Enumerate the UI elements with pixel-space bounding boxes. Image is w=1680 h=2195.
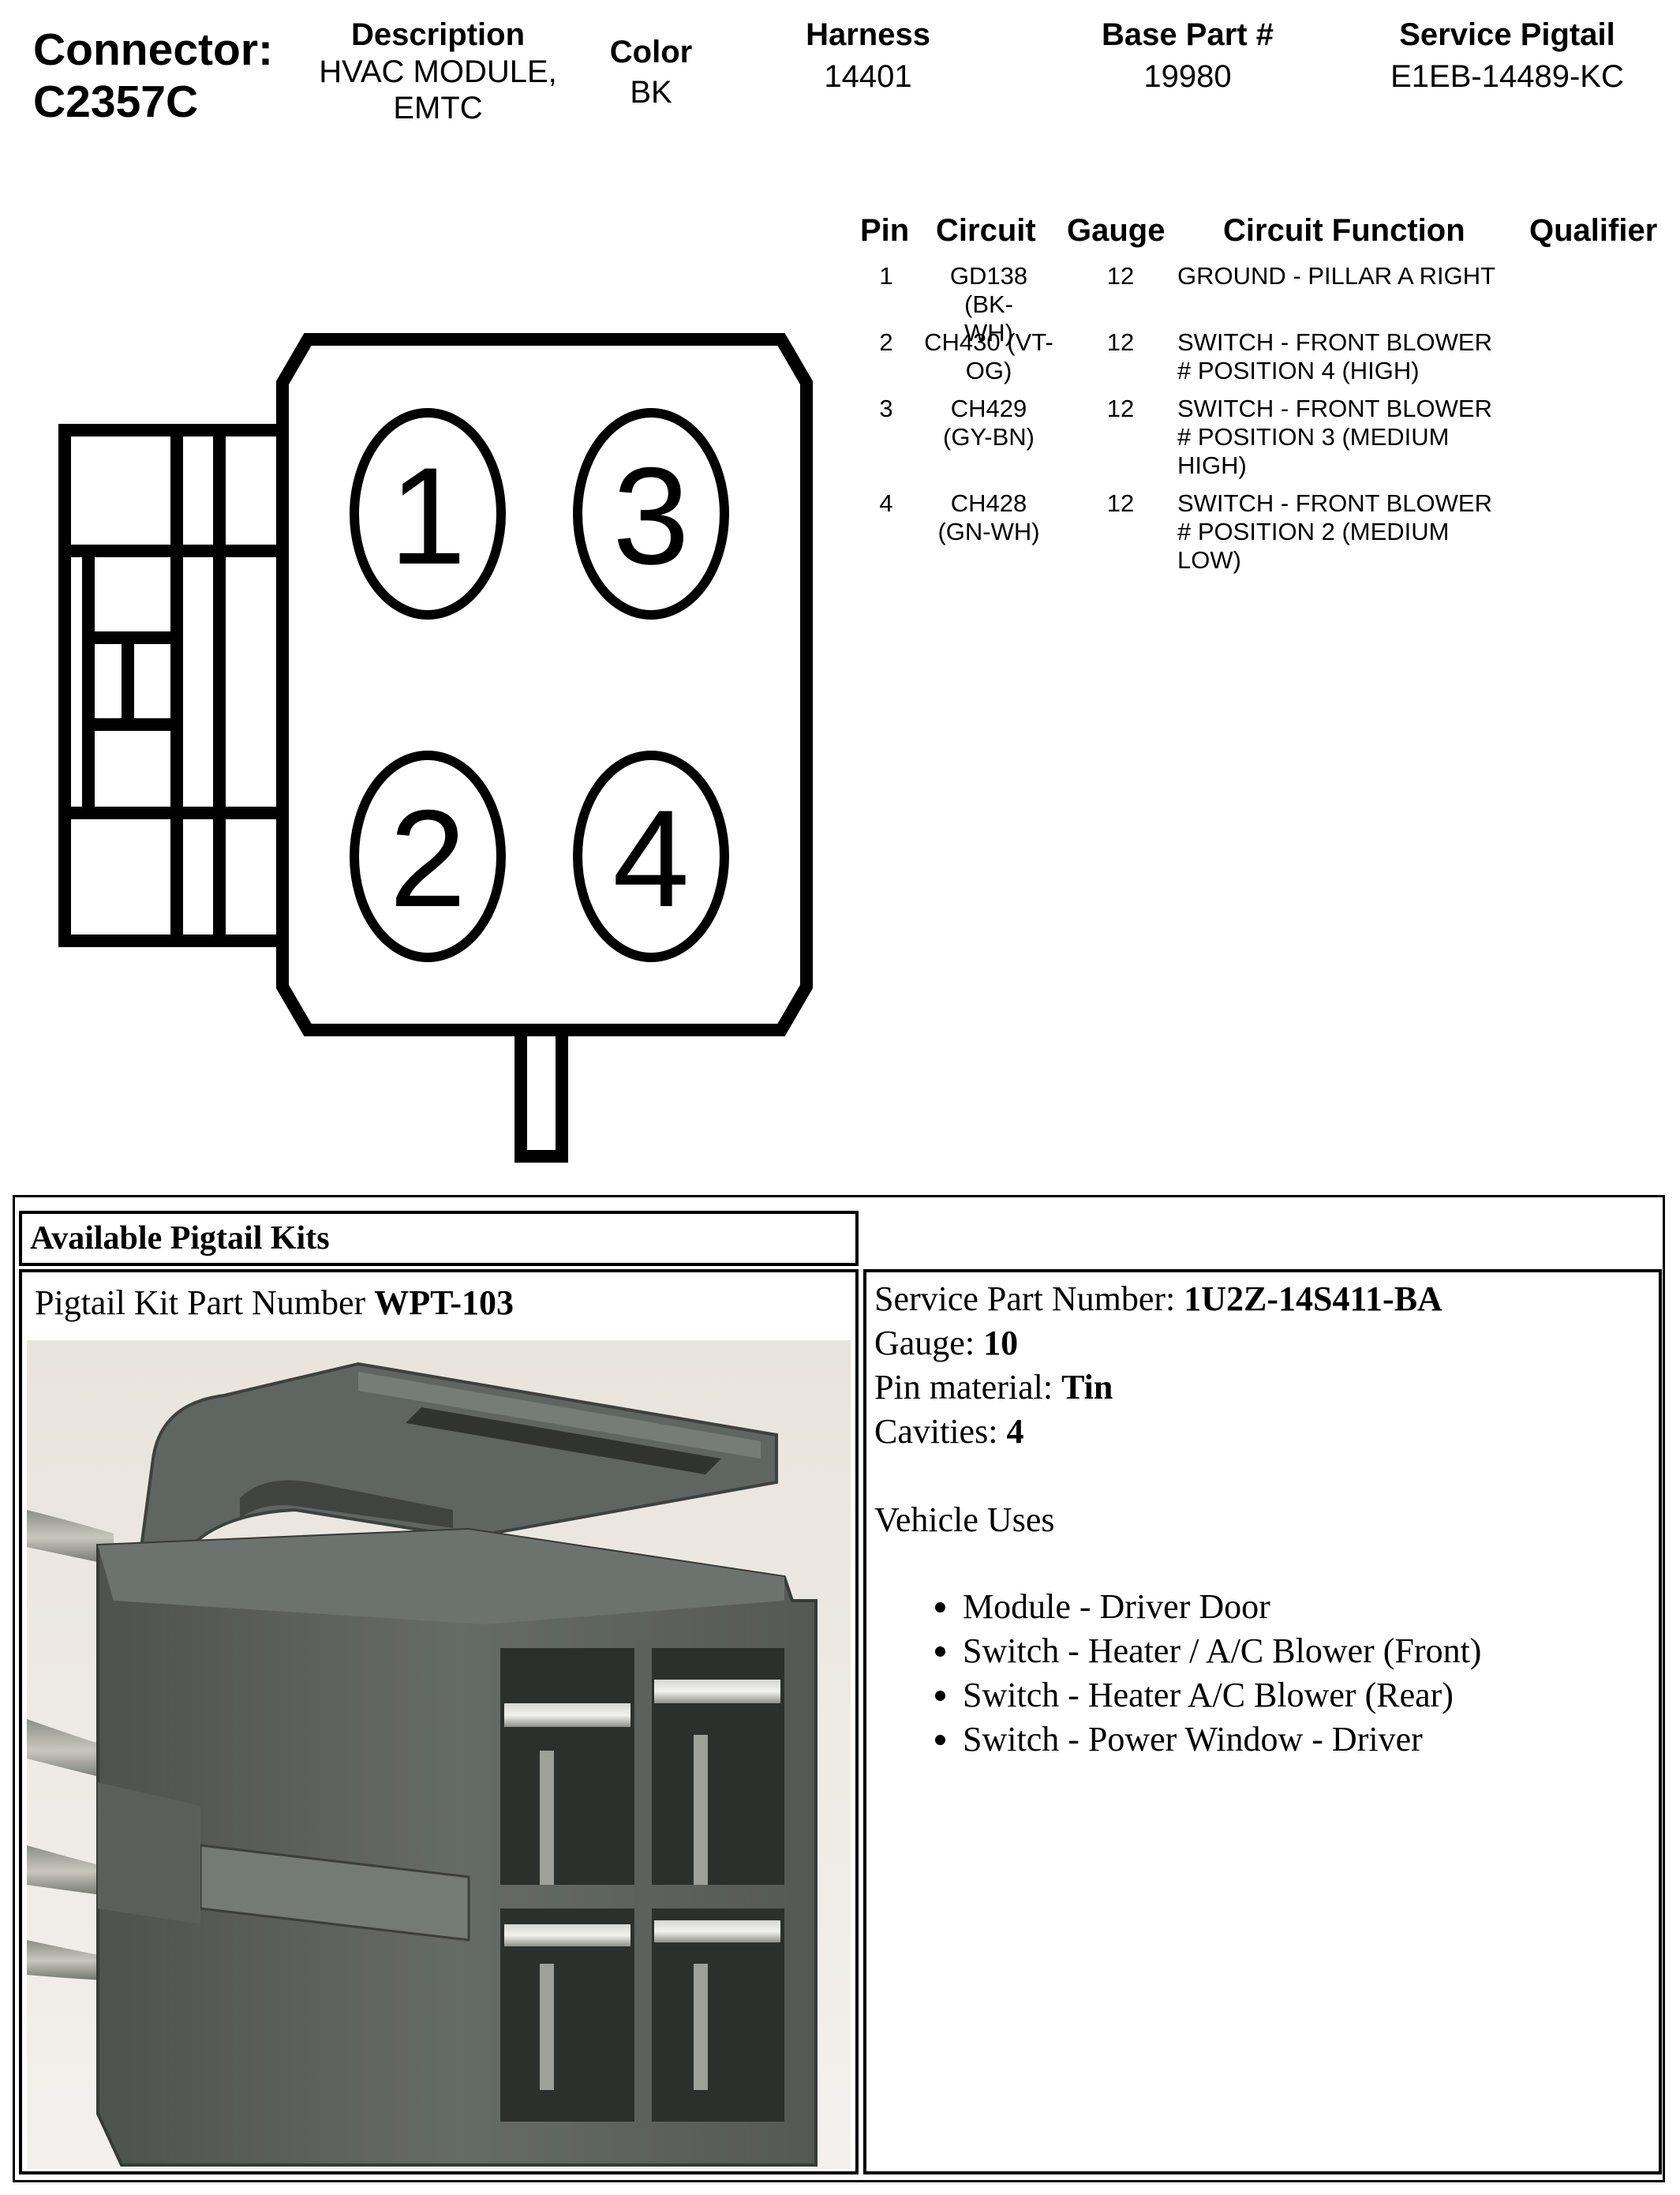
service-part-label: Service Part Number:	[874, 1279, 1176, 1318]
header-description: Description HVAC MODULE, EMTC	[292, 16, 584, 126]
function-line: SWITCH - FRONT BLOWER	[1177, 328, 1492, 356]
pigtail-connector-illustration	[27, 1340, 851, 2169]
cavity-label-4: 4	[612, 782, 689, 936]
connector-label: Connector: C2357C	[33, 24, 273, 128]
circuit-cell: GD138 (BK- WH)	[923, 262, 1054, 347]
function-line: LOW)	[1177, 546, 1241, 574]
vehicle-uses-list: Module - Driver Door Switch - Heater / A…	[914, 1585, 1481, 1762]
function-cell: SWITCH - FRONT BLOWER # POSITION 2 (MEDI…	[1177, 489, 1548, 575]
service-pigtail-label: Service Pigtail	[1399, 17, 1615, 52]
circuit-line: WH)	[964, 319, 1013, 346]
circuit-header: Circuit	[936, 213, 1036, 248]
connector-title: Connector:	[33, 24, 273, 75]
cavity-label-1: 1	[389, 440, 466, 594]
pigtail-photo	[27, 1340, 851, 2169]
circuit-line: (GN-WH)	[937, 518, 1040, 545]
description-label: Description	[350, 17, 526, 52]
connector-face-diagram: 1 3 2 4	[58, 333, 813, 1163]
cavity-2	[350, 751, 506, 962]
pigtail-kit-part-number: Pigtail Kit Part Number WPT-103	[35, 1282, 514, 1324]
qualifier-header: Qualifier	[1529, 213, 1658, 248]
pigtail-info-panel: Service Part Number: 1U2Z-14S411-BA Gaug…	[863, 1269, 1662, 2174]
pin-number: 4	[879, 489, 893, 517]
pigtail-kit-panel: Pigtail Kit Part Number WPT-103	[19, 1269, 859, 2174]
service-part-value: 1U2Z-14S411-BA	[1184, 1279, 1442, 1318]
function-cell: GROUND - PILLAR A RIGHT	[1177, 262, 1548, 290]
pin-header: Pin	[860, 213, 910, 248]
list-item: Switch - Heater A/C Blower (Rear)	[961, 1673, 1481, 1717]
latch-inner-outline	[65, 545, 95, 819]
cavity-3	[573, 408, 729, 620]
cavity-4	[573, 751, 729, 962]
pin-number: 3	[879, 395, 893, 422]
base-part-label: Base Part #	[1102, 17, 1274, 52]
function-line: # POSITION 2 (MEDIUM	[1177, 518, 1450, 545]
cavities-label: Cavities:	[874, 1412, 998, 1451]
function-cell: SWITCH - FRONT BLOWER # POSITION 4 (HIGH…	[1177, 328, 1548, 385]
kit-part-value: WPT-103	[374, 1283, 514, 1322]
circuit-line: CH428	[950, 489, 1027, 517]
gauge-spec: Gauge: 10	[874, 1321, 1442, 1365]
function-cell: SWITCH - FRONT BLOWER # POSITION 3 (MEDI…	[1177, 395, 1548, 480]
header-harness: Harness 14401	[758, 16, 978, 95]
available-pigtail-kits-title: Available Pigtail Kits	[19, 1211, 859, 1266]
base-part-value: 19980	[1143, 59, 1232, 94]
function-line: # POSITION 4 (HIGH)	[1177, 357, 1420, 384]
circuit-function-header: Circuit Function	[1223, 213, 1465, 248]
header-color: Color BK	[584, 33, 718, 110]
vehicle-uses-heading: Vehicle Uses	[874, 1500, 1055, 1539]
connector-id: C2357C	[33, 77, 199, 127]
function-line: SWITCH - FRONT BLOWER	[1177, 489, 1492, 517]
service-part-number: Service Part Number: 1U2Z-14S411-BA	[874, 1277, 1442, 1321]
function-line: # POSITION 3 (MEDIUM	[1177, 423, 1450, 451]
pigtail-section-frame	[13, 1195, 1665, 2182]
header-base-part: Base Part # 19980	[1057, 16, 1318, 95]
pin-material-spec: Pin material: Tin	[874, 1365, 1442, 1410]
circuit-line: CH430 (VT-	[924, 328, 1053, 356]
cavities-spec: Cavities: 4	[874, 1410, 1442, 1454]
pin-material-value: Tin	[1061, 1368, 1113, 1407]
pin-material-label: Pin material:	[874, 1368, 1053, 1407]
function-line: GROUND - PILLAR A RIGHT	[1177, 262, 1496, 290]
gauge-cell: 12	[1106, 395, 1135, 422]
circuit-cell: CH429 (GY-BN)	[923, 395, 1054, 451]
description-value-line2: EMTC	[393, 91, 483, 125]
connector-housing-outline	[276, 333, 813, 1036]
cavities-value: 4	[1006, 1412, 1024, 1451]
circuit-line: CH429	[950, 395, 1027, 422]
cavity-1	[350, 408, 506, 620]
list-item: Switch - Power Window - Driver	[961, 1717, 1481, 1762]
circuit-cell: CH428 (GN-WH)	[923, 489, 1054, 546]
key-tab-outline	[514, 1030, 568, 1163]
kit-part-label: Pigtail Kit Part Number	[35, 1283, 366, 1322]
harness-label: Harness	[806, 17, 930, 52]
circuit-line: OG)	[965, 357, 1012, 384]
color-label: Color	[609, 35, 693, 69]
gauge-cell: 12	[1106, 328, 1135, 356]
cavity-label-3: 3	[612, 440, 689, 594]
circuit-cell: CH430 (VT- OG)	[923, 328, 1054, 385]
header-service-pigtail: Service Pigtail E1EB-14489-KC	[1357, 16, 1657, 95]
service-pigtail-value: E1EB-14489-KC	[1390, 59, 1624, 94]
gauge-value: 10	[983, 1324, 1019, 1362]
harness-value: 14401	[824, 59, 912, 94]
pin-number: 1	[879, 262, 893, 290]
cavity-label-2: 2	[389, 782, 466, 936]
gauge-label: Gauge:	[874, 1324, 975, 1362]
description-value-line1: HVAC MODULE,	[319, 54, 557, 89]
pigtail-specs: Service Part Number: 1U2Z-14S411-BA Gaug…	[874, 1277, 1442, 1542]
list-item: Switch - Heater / A/C Blower (Front)	[961, 1629, 1481, 1673]
gauge-cell: 12	[1106, 489, 1135, 517]
gauge-cell: 12	[1106, 262, 1135, 290]
circuit-line: (GY-BN)	[943, 423, 1035, 451]
color-value: BK	[630, 75, 672, 110]
function-line: HIGH)	[1177, 451, 1247, 479]
list-item: Module - Driver Door	[961, 1585, 1481, 1629]
circuit-line: GD138 (BK-	[949, 262, 1028, 318]
function-line: SWITCH - FRONT BLOWER	[1177, 395, 1492, 422]
pin-number: 2	[879, 328, 893, 356]
gauge-header: Gauge	[1067, 213, 1166, 248]
